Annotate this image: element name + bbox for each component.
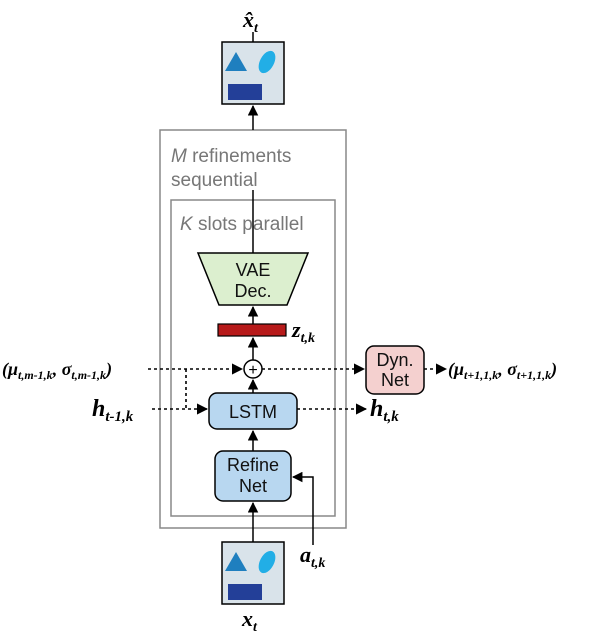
prior-out-label: (μt+1,1,k, σt+1,1,k) xyxy=(448,359,557,382)
h-next-label: ht,k xyxy=(370,396,399,425)
outer-frame-label: M refinements xyxy=(171,146,291,167)
outer-frame-label-line2: sequential xyxy=(171,170,258,191)
input-image xyxy=(221,541,285,605)
dyn-net-block xyxy=(365,345,425,395)
plus-sign: + xyxy=(248,362,257,379)
output-image xyxy=(221,41,285,105)
prior-in-label: (μt,m-1,k, σt,m-1,k) xyxy=(2,359,112,382)
lstm-label: LSTM xyxy=(229,402,277,422)
inner-frame-label: K slots parallel xyxy=(180,214,304,235)
z-label: zt,k xyxy=(291,317,315,346)
ellipse-shape xyxy=(258,50,276,74)
triangle-shape xyxy=(225,52,247,71)
triangle-shape xyxy=(225,552,247,571)
dyn-net-label: Dyn. xyxy=(376,350,413,370)
x-input-label: xt xyxy=(241,606,258,633)
refine-net-label-line2: Net xyxy=(239,476,267,496)
a-label: at,k xyxy=(300,542,325,571)
vae-decoder-label-line2: Dec. xyxy=(234,281,271,301)
arrow-a-to-refine xyxy=(291,471,314,545)
latent-z-bar xyxy=(217,323,287,337)
x-hat-label: x̂t xyxy=(242,7,259,36)
ellipse-shape xyxy=(258,550,276,574)
vae-decoder-label: VAE xyxy=(236,260,271,280)
h-prev-label: ht-1,k xyxy=(92,396,134,425)
dyn-net-label-line2: Net xyxy=(381,370,409,390)
rectangle-shape xyxy=(228,584,262,600)
vae-decoder-block xyxy=(196,252,310,306)
rectangle-shape xyxy=(228,84,262,100)
refine-net-label: Refine xyxy=(227,455,279,475)
